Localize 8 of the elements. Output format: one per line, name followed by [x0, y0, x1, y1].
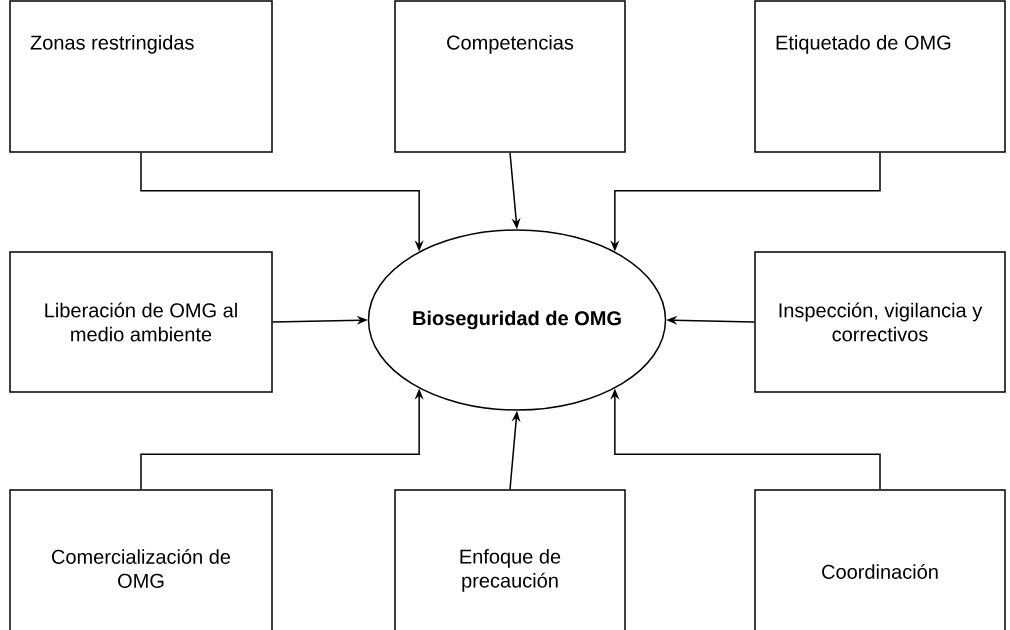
process-box: Coordinación — [754, 489, 1006, 630]
process-box: Enfoque de precaución — [394, 489, 626, 630]
process-box: Etiquetado de OMG — [754, 0, 1006, 153]
process-box: Comercialización de OMG — [9, 489, 273, 630]
process-box: Competencias — [394, 0, 626, 153]
process-box: Inspección, vigilancia y correctivos — [754, 251, 1006, 393]
process-box: Zonas restringidas — [9, 0, 273, 153]
process-box: Liberación de OMG al medio ambiente — [9, 251, 273, 393]
